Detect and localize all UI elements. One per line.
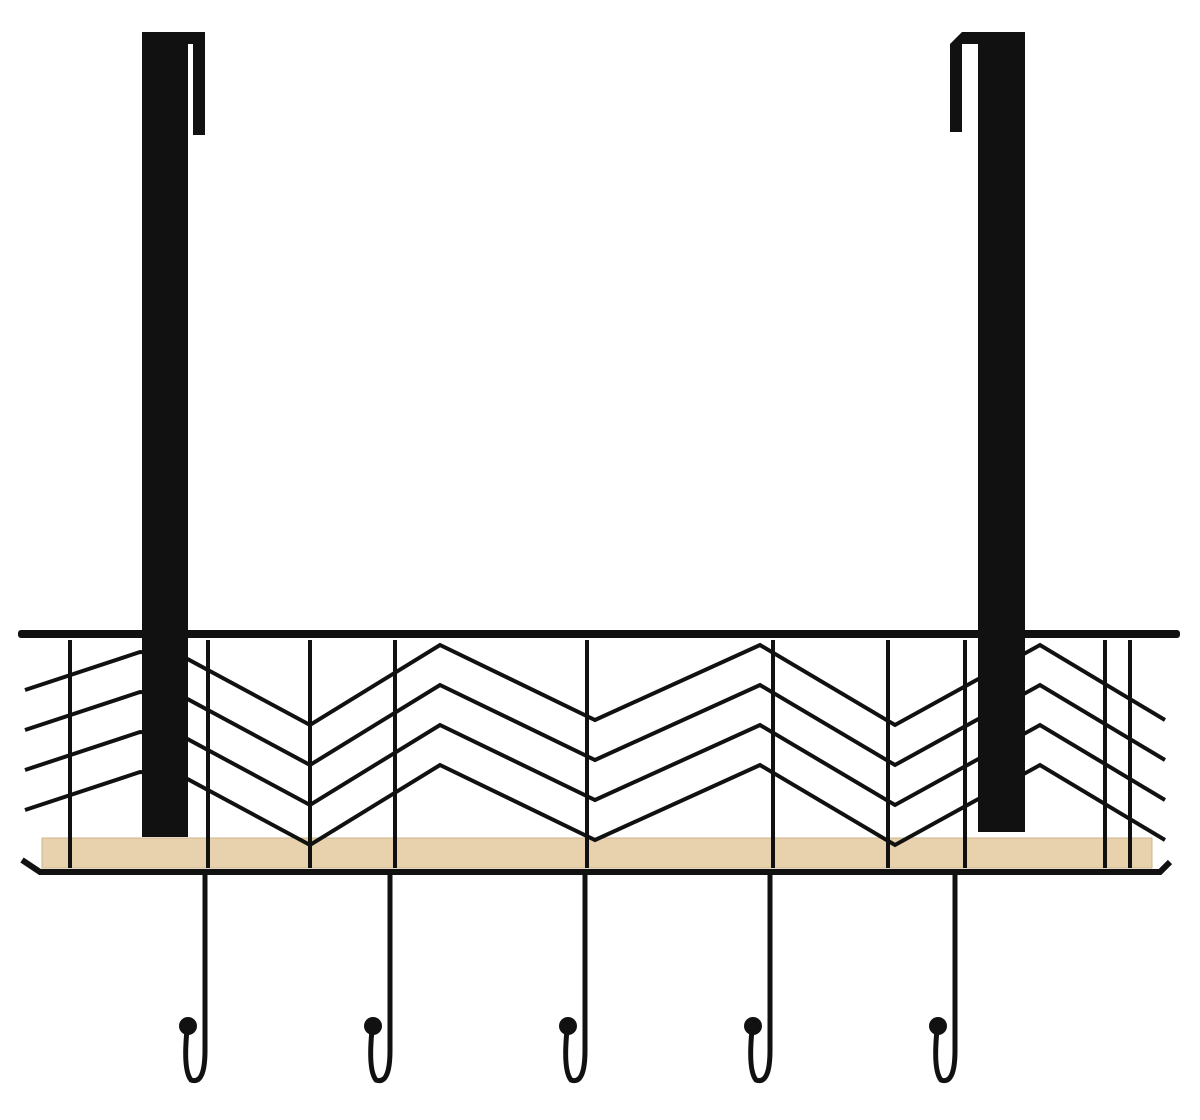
hook — [748, 869, 773, 1084]
hook — [183, 869, 208, 1084]
hook-ball — [179, 1017, 197, 1035]
basket-rails — [18, 630, 1180, 875]
hook-ball — [744, 1017, 762, 1035]
top-rail — [18, 630, 1180, 638]
hook — [563, 869, 588, 1084]
left-bracket-hook — [142, 32, 205, 135]
hooks — [179, 869, 958, 1084]
hook-ball — [929, 1017, 947, 1035]
hook — [933, 869, 958, 1084]
hook-ball — [364, 1017, 382, 1035]
bottom-rail — [20, 857, 1173, 875]
right-bracket-bar — [978, 32, 1025, 832]
vertical-wires — [68, 640, 1132, 868]
hook-ball — [559, 1017, 577, 1035]
door-brackets — [142, 32, 1025, 837]
hook — [368, 869, 393, 1084]
left-bracket-bar — [142, 32, 188, 837]
right-bracket-hook — [950, 32, 1025, 132]
